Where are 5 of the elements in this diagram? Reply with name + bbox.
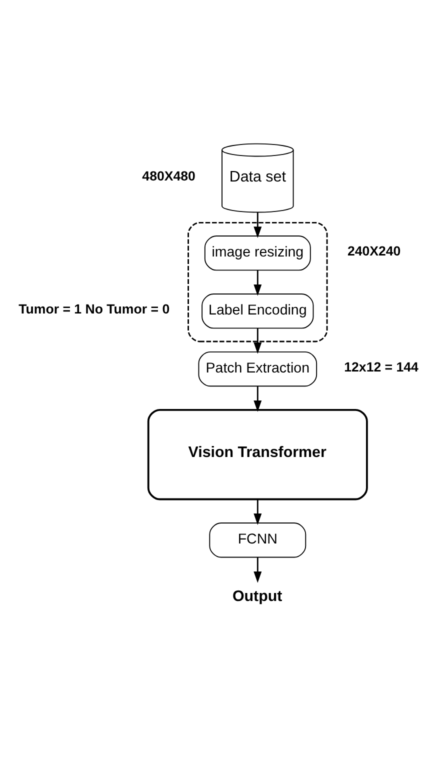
node-label: 480X480 — [142, 168, 196, 184]
node-label: Tumor = 1 No Tumor = 0 — [18, 301, 170, 316]
node-label: 240X240 — [347, 243, 401, 258]
node-text: Output — [232, 587, 282, 604]
node-label: 12x12 = 144 — [344, 359, 418, 374]
